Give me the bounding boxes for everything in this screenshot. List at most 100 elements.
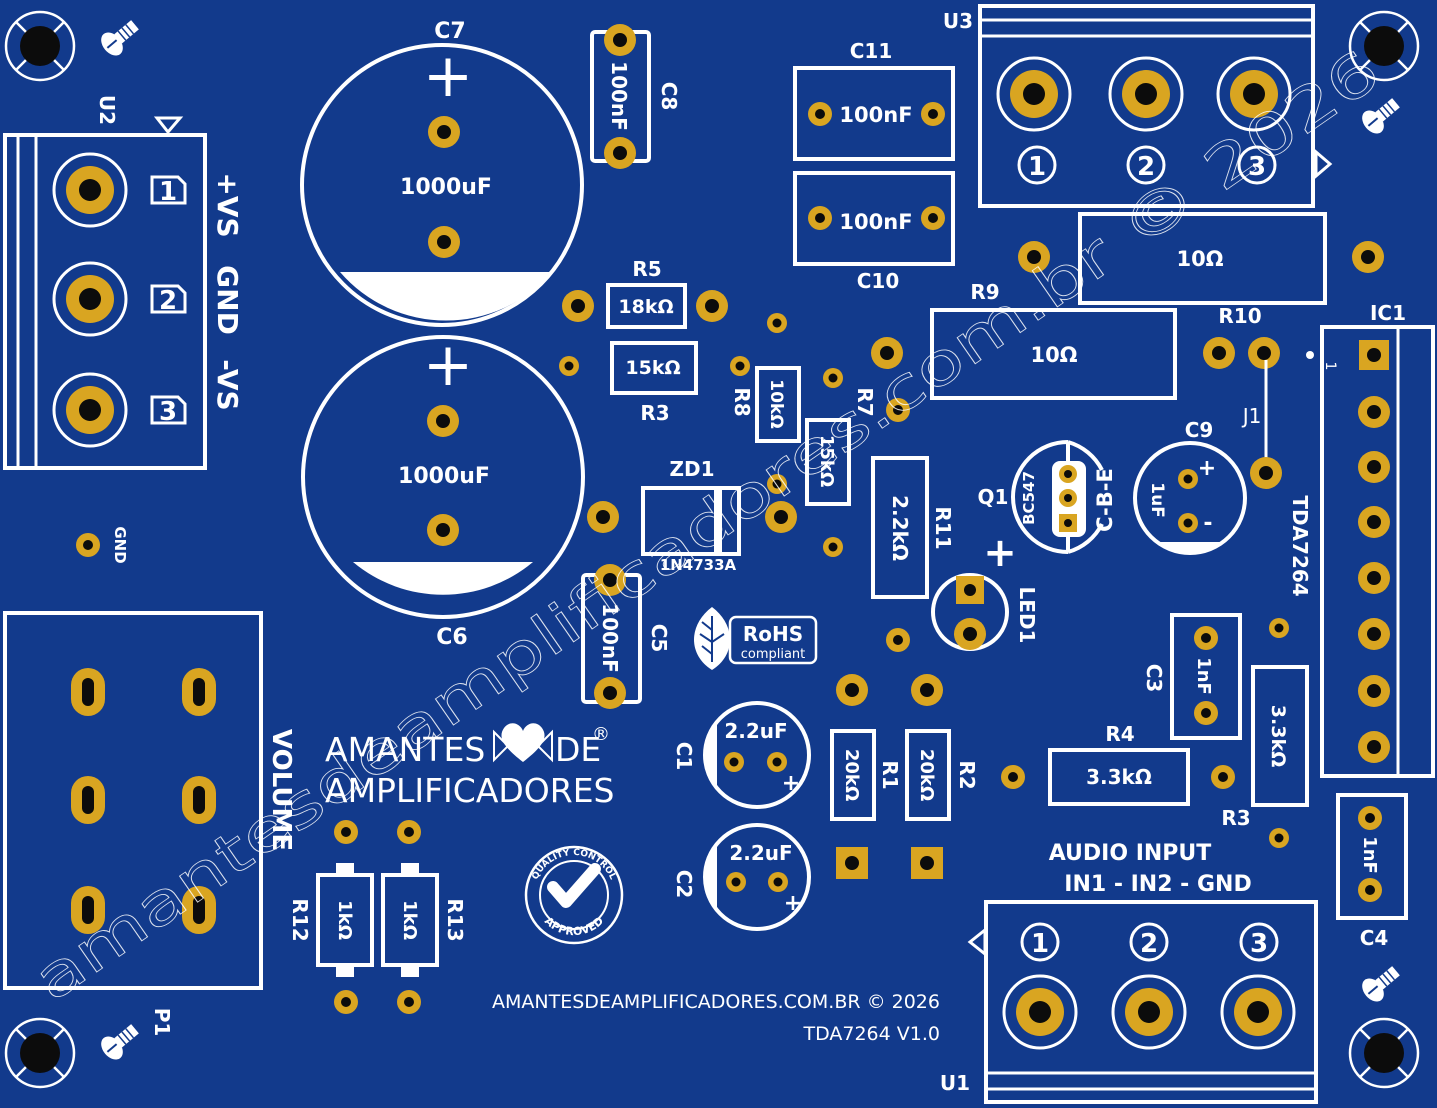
ic1-pin1: 1 [1322,362,1338,371]
r7-ref: R7 [853,387,877,416]
r5-value: 18kΩ [618,296,673,318]
resistor-r8: 10kΩ R8 [730,313,801,494]
q1-ref: Q1 [978,485,1009,509]
r7-pad-1 [823,368,843,388]
c1-ref: C1 [672,742,696,771]
capacitor-c7: C7 + 1000uF [300,19,584,327]
r7-value: 15kΩ [816,435,837,487]
logo-line1b: DE [555,730,601,769]
r10-ref: R10 [1218,304,1261,328]
c1-value: 2.2uF [724,719,787,743]
u2-pin-3: 3 [159,397,177,427]
ic1-pad-8 [1358,731,1390,763]
c6-plus: + [423,330,473,400]
quality-control-seal: QUALITY CONTROL APPROVED [524,845,624,945]
c7-pad-plus [428,116,460,148]
p1-label: VOLUME [266,729,296,851]
c10-value: 100nF [839,210,912,234]
c1-plus: + [782,771,800,796]
c5-ref: C5 [647,624,671,653]
logo-line1a: AMANTES [325,730,485,769]
r3-value: 15kΩ [625,357,680,379]
resistor-r9: 10Ω R9 [871,280,1177,400]
r9-ref: R9 [970,280,999,304]
r2-pad-1 [911,674,943,706]
r1-ref: R1 [878,760,902,789]
r9-value: 10Ω [1030,343,1077,367]
c3-value: 1nF [1193,657,1214,695]
r1-value: 20kΩ [841,749,862,801]
c6-pad-plus [427,405,459,437]
rohs-title: RoHS [743,622,803,646]
c10-pad-2 [921,206,945,230]
c5-pad-2 [594,677,626,709]
led1-pad-k [954,618,986,650]
u1-pin-2: 2 [1140,929,1158,959]
c10-pad-1 [808,206,832,230]
gnd-test-pad [76,533,100,557]
c9-value: 1uF [1147,482,1167,518]
c11-pad-2 [921,102,945,126]
c9-minus: - [1203,511,1212,536]
c9-ref: C9 [1185,418,1214,442]
r5-ref: R5 [632,257,661,281]
resistor-r1: 20kΩ R1 [830,674,902,879]
c2-value: 2.2uF [729,841,792,865]
rohs-sub: compliant [741,647,806,662]
resistor-r3: 15kΩ R3 [559,341,750,425]
c9-plus: + [1198,456,1216,481]
c4-pad-1 [1358,806,1382,830]
terminal-block-u1: 1 2 3 AUDIO INPUT IN1 - IN2 - GND U1 [940,841,1318,1104]
resistor-r10: R10 [1203,304,1280,369]
ic1-ref: IC1 [1370,301,1406,325]
c11-value: 100nF [839,103,912,127]
c6-value: 1000uF [398,464,490,489]
terminal-block-u3: 1 2 3 U3 [943,4,1333,208]
c3-pad-2 [1194,701,1218,725]
u2-ref: U2 [95,95,119,125]
r4-ref: R4 [1105,722,1134,746]
r13-value: 1kΩ [399,900,420,940]
r1-pad-1 [836,674,868,706]
r11-value: 2.2kΩ [888,495,912,561]
brand-logo: AMANTES DE ® AMPLIFICADORES [325,723,615,810]
c11-ref: C11 [850,39,893,63]
j1-ref: J1 [1241,404,1262,428]
c7-value: 1000uF [400,175,492,200]
r8-ref: R8 [730,387,754,416]
r3-pad-1 [559,356,579,376]
gnd-label: GND [111,526,129,563]
j1-pad [1250,457,1282,489]
c2-pad-2 [768,872,788,892]
c1-pad-2 [767,752,787,772]
led1-plus: + [983,530,1017,576]
capacitor-c6: + 1000uF C6 [301,330,585,650]
r-top-pad-2 [1352,241,1384,273]
c2-pad-1 [726,872,746,892]
u3-pin-1: 1 [1028,152,1046,182]
ic1-pad-4 [1358,506,1390,538]
r11-pad [886,628,910,652]
led-led1: + LED1 [931,530,1039,651]
potentiometer-p1: VOLUME P1 [3,611,296,1036]
transistor-q1: BC547 C-B-E Q1 [978,440,1117,554]
c2-ref: C2 [672,870,696,899]
capacitor-c10: 100nF C10 [793,171,955,293]
c8-value: 100nF [607,61,631,131]
resistor-r12: 1kΩ R12 [288,820,374,1014]
r8-pad-1 [767,313,787,333]
c7-plus: + [423,41,473,111]
c10-ref: C10 [857,269,900,293]
r12-pad-2 [334,990,358,1014]
terminal-block-u2: 1 2 3 U2 +VS GND -VS [3,95,244,470]
capacitor-c8: 100nF C8 [590,24,681,169]
q1-part: BC547 [1020,471,1038,525]
c4-pad-2 [1358,878,1382,902]
rohs-badge: RoHS compliant [694,607,818,670]
r3b-ref: R3 [1221,806,1250,830]
ic1-pad-6 [1358,618,1390,650]
u2-label-vs-minus: -VS [211,359,244,410]
u2-label-gnd: GND [211,265,244,335]
u3-pin-2: 2 [1137,152,1155,182]
r3-pad-2 [730,356,750,376]
